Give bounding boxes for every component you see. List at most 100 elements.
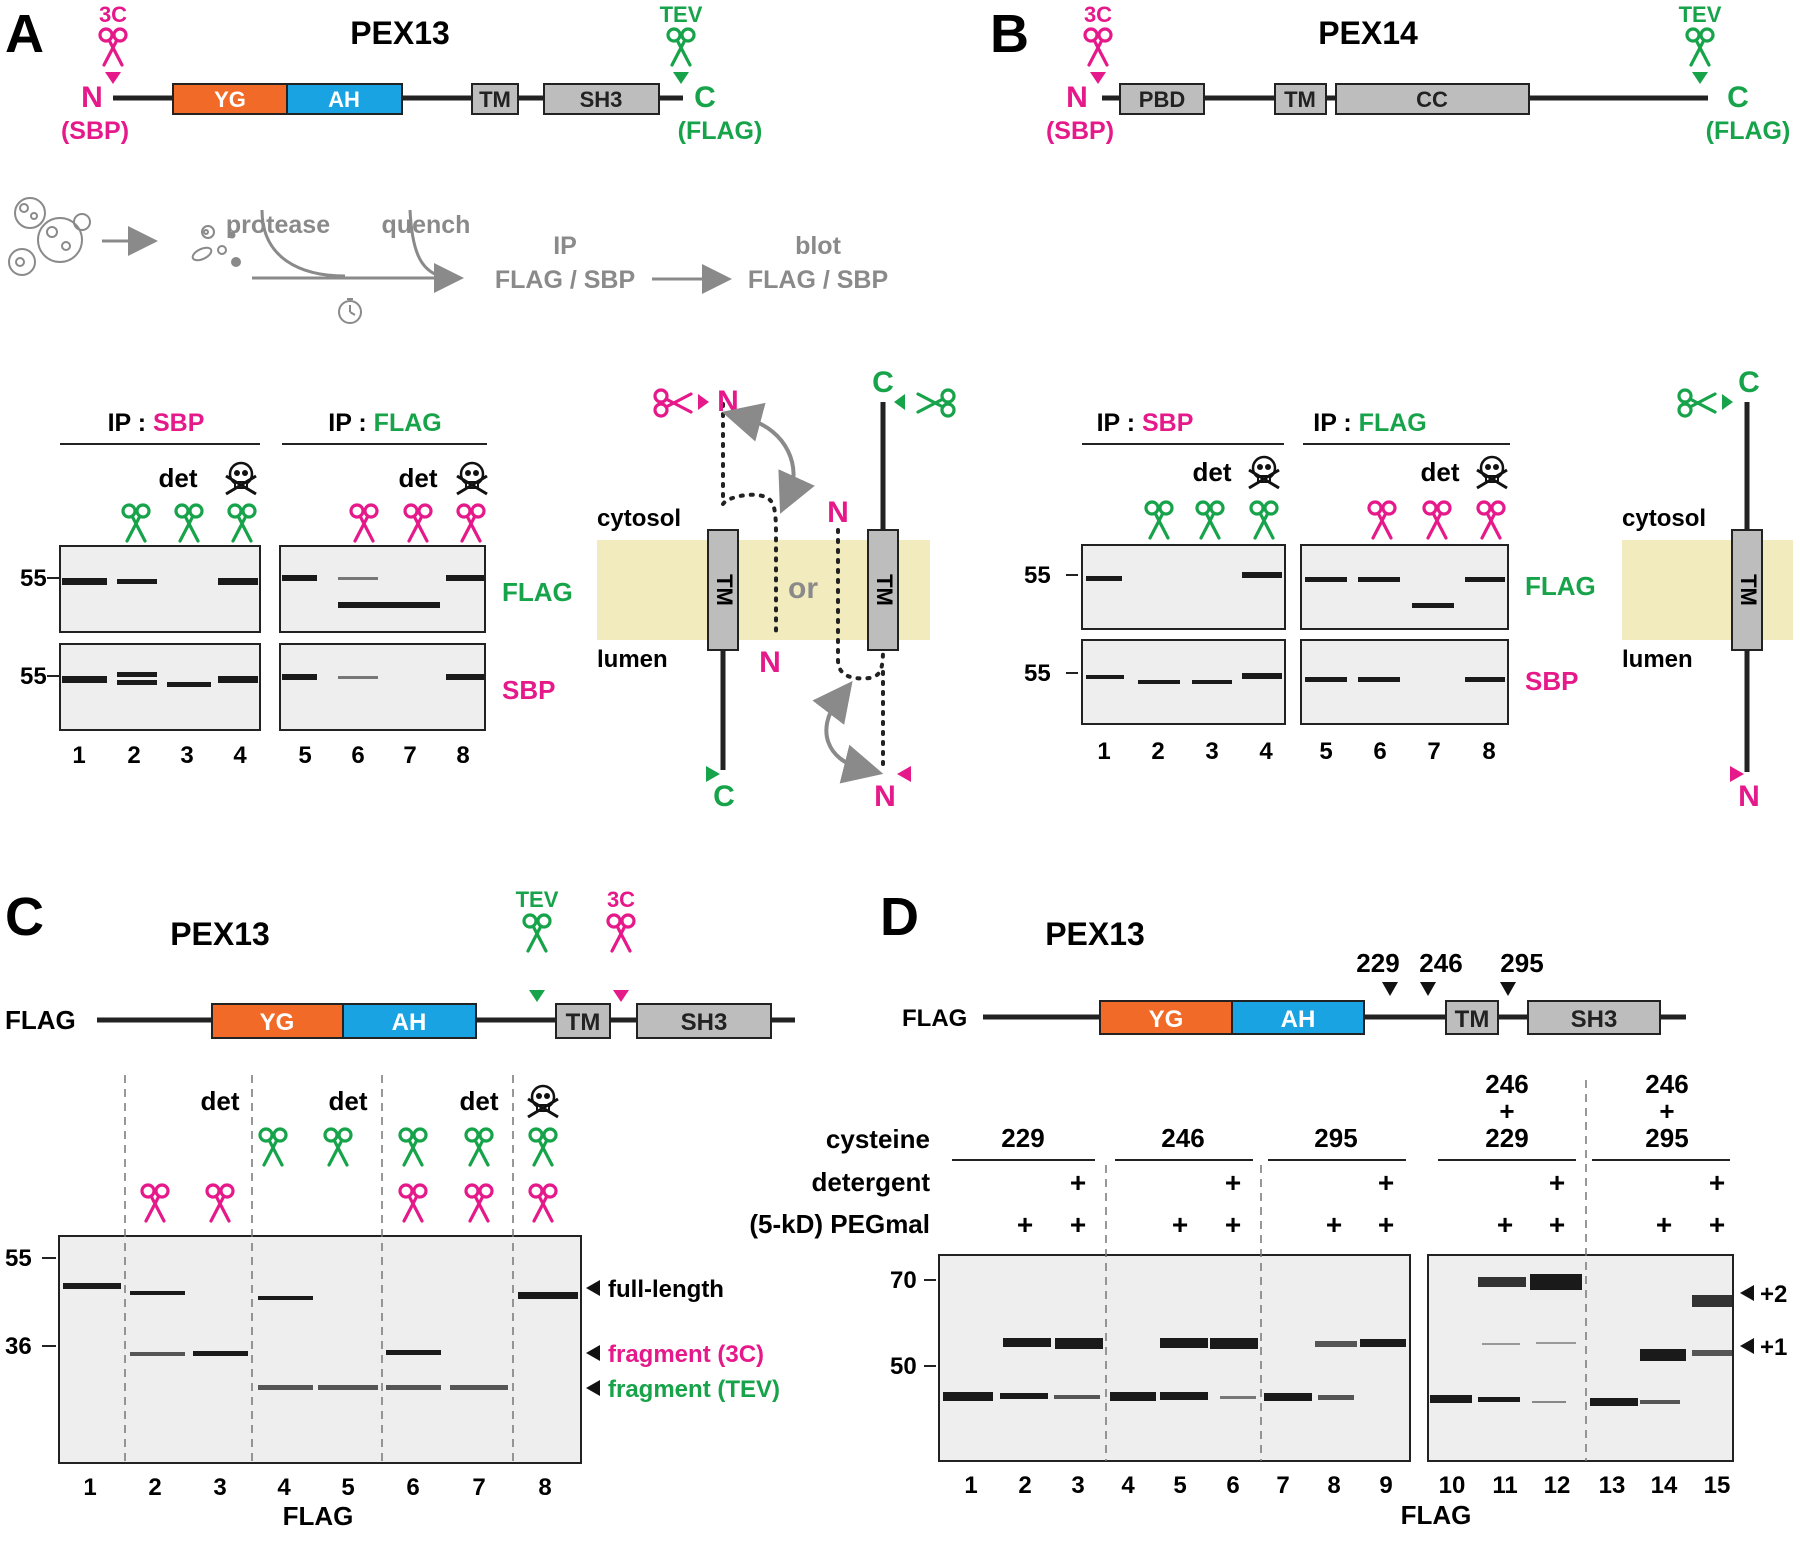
band [1138, 680, 1180, 684]
lane-dividers [1105, 1080, 1587, 1461]
band [446, 674, 484, 680]
band [258, 1296, 313, 1300]
blot-a-flag-flag [279, 545, 486, 633]
row-label-pegmal: (5-kD) PEGmal [749, 1209, 930, 1239]
scissors-icon [398, 1183, 428, 1223]
detergent-label: det [1421, 457, 1460, 487]
lane-number: 1 [72, 742, 85, 769]
n-terminus-label: N [759, 646, 781, 679]
c-tag-label: (FLAG) [1706, 117, 1791, 145]
blot-a-sbp-sbp [59, 643, 261, 731]
lane-number: 7 [1276, 1472, 1289, 1499]
scissors-icon [227, 503, 257, 543]
stopwatch-icon [338, 298, 362, 324]
band [1482, 1343, 1520, 1345]
domain-label: YG [260, 1009, 295, 1036]
domain-tm [1274, 83, 1327, 115]
site-arrowhead [1500, 982, 1516, 996]
band [338, 577, 378, 580]
domain-label: SH3 [1571, 1006, 1618, 1033]
band [338, 602, 390, 608]
band [1110, 1392, 1156, 1401]
domain-label: SH3 [681, 1009, 728, 1036]
detergent-label: det [460, 1086, 499, 1116]
mw-marker: 55 [20, 663, 47, 690]
domain-sh3 [1527, 1000, 1661, 1035]
band-label-full-length: full-length [608, 1276, 724, 1303]
lane-number: 9 [1379, 1472, 1392, 1499]
domain-ah [342, 1003, 477, 1039]
band [1465, 677, 1505, 682]
blot-x-label: FLAG [283, 1501, 354, 1531]
organelle-icon [191, 225, 241, 267]
blot-a-flag-sbp [279, 643, 486, 731]
band [258, 1385, 313, 1390]
plus-sign: + [1549, 1209, 1565, 1240]
plus-sign: + [1225, 1209, 1241, 1240]
band [386, 1350, 441, 1355]
workflow-blot-targets: FLAG / SBP [748, 266, 888, 294]
domain-label: AH [392, 1009, 427, 1036]
tm-label: TM [712, 574, 737, 606]
lane-number: 10 [1439, 1472, 1466, 1499]
domain-label: AH [1281, 1006, 1316, 1033]
band [446, 575, 484, 581]
domain-label: TM [566, 1009, 601, 1036]
lane-number: 5 [341, 1474, 354, 1501]
band [1532, 1401, 1566, 1403]
panel-d: D PEX13 229 246 295 FLAG YG AH TM SH3 cy… [749, 887, 1787, 1530]
combo-label: 229 [1485, 1123, 1528, 1153]
scissors-icon [666, 27, 696, 67]
cleavage-arrowhead [1090, 72, 1106, 84]
site-tev-label: TEV [516, 887, 559, 912]
scissors-icon [1083, 27, 1113, 67]
panel-c-letter: C [5, 887, 44, 947]
plus-sign: + [1378, 1167, 1394, 1198]
lane-number: 8 [1482, 738, 1495, 765]
domain-label: TM [1284, 87, 1316, 112]
domain-sh3 [543, 83, 660, 115]
scissors-icon [121, 503, 151, 543]
row-label-flag: FLAG [1525, 571, 1596, 601]
cleavage-arrowhead [1730, 766, 1744, 782]
scissors-icon [1195, 500, 1225, 540]
band-label-plus-two: +2 [1760, 1281, 1787, 1308]
band [1160, 1392, 1208, 1400]
detergent-label: det [159, 463, 198, 493]
site-3c-label: 3C [1084, 2, 1112, 27]
lane-numbers: 1 2 3 4 5 6 7 8 [83, 1474, 551, 1501]
lane-number: 15 [1704, 1472, 1731, 1499]
c-terminus-label: C [1738, 366, 1760, 399]
flag-tag-label: FLAG [902, 1005, 967, 1032]
mw-marker: 55 [20, 565, 47, 592]
skull-icon [224, 461, 258, 496]
domain-label: TM [479, 87, 511, 112]
scissors-icon [653, 388, 693, 418]
lane-number: 2 [127, 742, 140, 769]
plus-sign: + [1070, 1167, 1086, 1198]
band [1640, 1400, 1680, 1404]
band [117, 579, 157, 584]
band [318, 1385, 378, 1390]
band [62, 676, 107, 683]
band [1054, 1395, 1100, 1399]
n-terminus-label: N [717, 385, 739, 418]
panel-a-title: PEX13 [350, 15, 450, 51]
scissors-icon [522, 913, 552, 953]
lane-number: 5 [1173, 1472, 1186, 1499]
flip-arrow [812, 680, 884, 784]
cleavage-arrowhead [894, 394, 905, 410]
band [1536, 1342, 1576, 1344]
tm-helix [707, 529, 739, 651]
workflow-ip-targets: FLAG / SBP [495, 266, 635, 294]
band [218, 578, 258, 585]
domain-cc [1335, 83, 1530, 115]
topology-diagram-b: cytosol lumen TM C N [1622, 366, 1793, 813]
membrane [1622, 540, 1793, 640]
lane-number: 3 [1071, 1472, 1084, 1499]
blot-bands [1086, 572, 1505, 684]
band [218, 676, 258, 683]
band [1192, 680, 1232, 684]
lane-number: 4 [233, 742, 247, 769]
site-tev-label: TEV [660, 2, 703, 27]
